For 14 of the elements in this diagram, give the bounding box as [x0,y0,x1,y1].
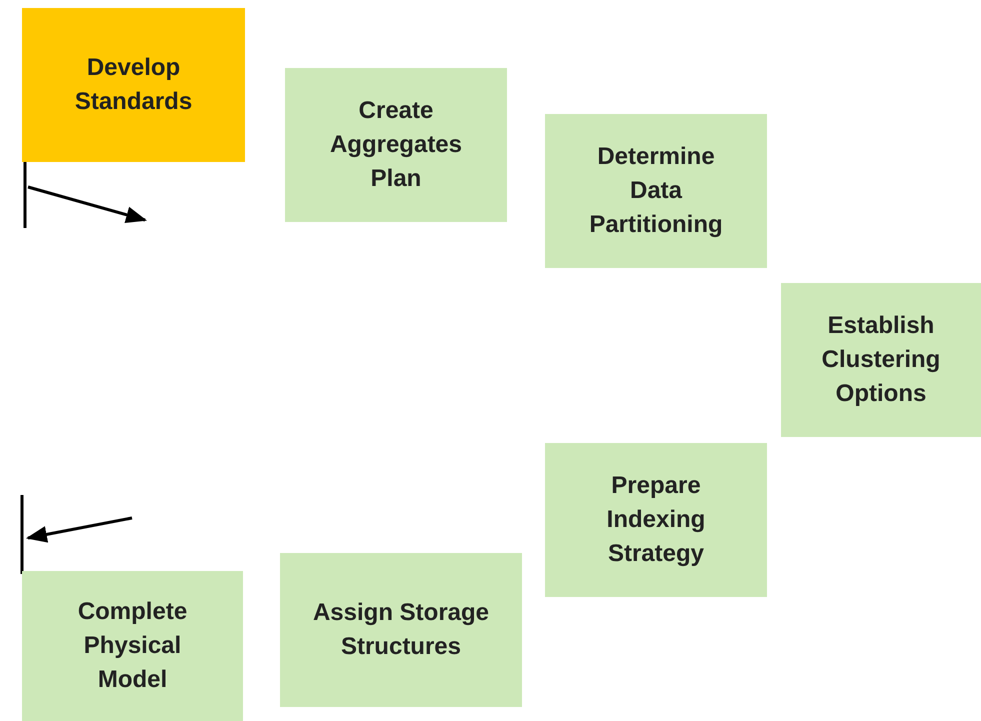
process-box [781,283,981,437]
step-label: Develop Standards [74,53,194,117]
process-box [285,68,507,222]
step-label: Complete Physical Model [76,597,188,695]
process-box [280,553,522,707]
step-label: Determine Data Partitioning [588,142,724,240]
step-label: Establish Clustering Options [820,311,942,409]
process-box [545,114,767,268]
step-label: Prepare Indexing Strategy [606,471,706,569]
process-box [22,571,243,721]
process-box [22,8,245,162]
process-box [545,443,767,597]
step-label: Assign Storage Structures [312,598,490,662]
step-label: Create Aggregates Plan [328,96,464,194]
